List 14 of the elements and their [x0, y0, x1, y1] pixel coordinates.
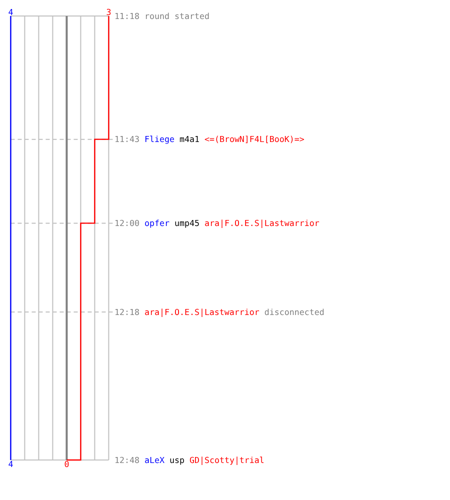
- time-label: 12:00: [114, 218, 140, 228]
- time-label: 11:43: [114, 134, 140, 144]
- log-entry: Fliege m4a1 <=(BrowN]F4L[BooK)=>: [144, 134, 304, 144]
- tick-label: 4: [8, 8, 14, 16]
- log-entry: opfer ump45 ara|F.O.E.S|Lastwarrior: [144, 218, 320, 228]
- time-label: 11:18: [114, 12, 140, 20]
- value-label: 0: [64, 460, 70, 468]
- time-label: 12:18: [114, 308, 140, 316]
- log-entry: ara|F.O.E.S|Lastwarrior disconnected: [144, 308, 324, 316]
- value-label: 4: [8, 460, 14, 468]
- time-label: 12:48: [114, 456, 140, 464]
- log-entry: aLeX usp GD|Scotty|trial: [144, 456, 264, 464]
- tick-label: 3: [106, 8, 112, 16]
- log-entry: round started: [144, 12, 210, 20]
